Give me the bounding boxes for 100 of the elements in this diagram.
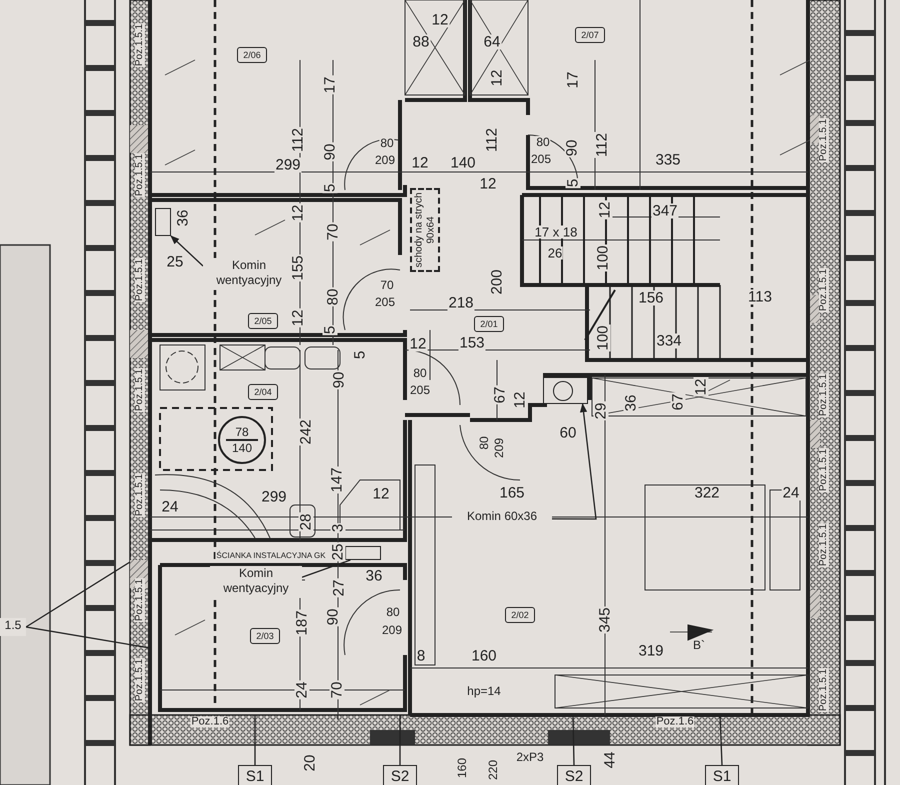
dimension-label: 12 [410, 156, 430, 170]
dimension-label: 187 [294, 609, 310, 637]
plan-note: Poz.1.5.1 [819, 522, 829, 568]
dimension-label: 5 [566, 178, 580, 188]
dimension-label: 70 [326, 222, 340, 242]
dimension-label: 160 [470, 648, 498, 664]
chimney-note: Komin wentyacyjny [210, 566, 302, 598]
plan-note: Poz.1.5.1 [135, 368, 145, 412]
leader-line [399, 715, 401, 765]
plan-note: Poz.1.5.1 [819, 118, 829, 162]
dimension-label: 218 [447, 296, 475, 310]
dimension-label: 24 [782, 486, 800, 500]
dimension-label: 12 [490, 68, 504, 88]
room-number-tag: 2/02 [505, 607, 535, 623]
dimension-label: 345 [598, 606, 612, 634]
dimension-label: 334 [655, 334, 683, 348]
dimension-label: 8 [416, 648, 426, 664]
dimension-label: 112 [290, 127, 306, 153]
dimension-label: 5 [352, 350, 368, 360]
plan-note: Poz.1.5.1 [135, 472, 145, 518]
dimension-label: 12 [290, 204, 306, 222]
dimension-label: 80 [385, 606, 401, 618]
dimension-label: 12 [512, 390, 528, 410]
leader-line [719, 714, 723, 766]
section-marker-box: S1 [705, 765, 739, 785]
dimension-label: 205 [530, 153, 552, 165]
dimension-label: 100 [596, 244, 610, 272]
leader-line [254, 715, 256, 765]
plan-note: Poz.1.5.1 [819, 372, 829, 418]
room-number-tag: 2/03 [250, 628, 280, 644]
dimension-label: 335 [654, 152, 682, 168]
dimension-label: 17 [322, 76, 338, 94]
dimension-label: 12 [430, 12, 450, 28]
dimension-label: 20 [302, 754, 318, 772]
dimension-label: 209 [374, 154, 396, 166]
dimension-label: 200 [490, 268, 504, 296]
leader-line [302, 559, 351, 578]
plan-note: B` [692, 639, 706, 651]
plan-note: Poz.1.5.1 [135, 578, 145, 622]
plan-note: hp=14 [466, 685, 502, 697]
dimension-label: 12 [408, 336, 428, 352]
dimension-label: 156 [637, 290, 665, 306]
dimension-label: 347 [651, 204, 679, 218]
dimension-label: 12 [372, 486, 390, 502]
plan-note: Poz.1.5.1 [135, 258, 145, 302]
chimney-flue [345, 546, 381, 560]
dimension-label: 80 [535, 136, 551, 148]
dimension-label: 140 [449, 156, 477, 170]
dimension-label: 299 [274, 158, 302, 172]
dimension-label: 17 x 18 [534, 226, 578, 238]
dimension-label: 24 [294, 680, 310, 700]
leader-line [26, 626, 150, 649]
dimension-label: 36 [176, 208, 190, 228]
dimension-label: 29 [594, 402, 608, 420]
chimney-flue [543, 377, 588, 404]
dimension-label: 112 [484, 127, 500, 153]
dimension-label: 113 [747, 290, 773, 304]
section-marker-box: S2 [557, 765, 591, 785]
dimension-label: 60 [558, 426, 578, 440]
room-number-tag: 2/01 [474, 316, 504, 332]
plan-note: Poz.1.5.1 [135, 658, 145, 702]
plan-note: ŚCIANKA INSTALACYJNA GK [215, 552, 327, 560]
dimension-label: 24 [160, 500, 180, 514]
dimension-label: 5 [322, 324, 338, 336]
dimension-label: 147 [330, 466, 344, 494]
room-number-tag: 2/05 [248, 313, 278, 329]
dimension-label: 90 [332, 370, 346, 390]
dimension-label: 36 [364, 568, 384, 584]
dimension-label: 12 [290, 308, 306, 328]
dimension-label: 90 [564, 138, 580, 158]
dimension-label: 67 [670, 392, 686, 412]
dimension-label: 36 [624, 394, 638, 412]
dimension-label: 2xP3 [515, 751, 545, 763]
dimension-label: 112 [594, 132, 610, 158]
dimension-label: 25 [330, 542, 346, 562]
dimension-label: 90 [322, 142, 338, 162]
dimension-label: 12 [598, 200, 612, 220]
plan-note: Poz.1.5.1 [819, 448, 829, 492]
dimension-label: 242 [298, 418, 314, 446]
dimension-label: 12 [694, 378, 708, 396]
dimension-label: 160 [456, 756, 468, 780]
callout-label: 1.5 [0, 618, 26, 636]
dimension-label: 153 [458, 336, 486, 350]
plan-note: Poz.1.5.1 [135, 152, 145, 198]
dimension-label: 209 [380, 624, 404, 636]
plan-note: Poz.1.5.1 [135, 22, 145, 68]
leader-line [572, 714, 575, 766]
dimension-label: 67 [492, 386, 508, 404]
leader-line [170, 235, 204, 266]
turning-circle [218, 416, 266, 464]
dimension-label: 80 [412, 367, 428, 379]
dimension-label: 322 [693, 486, 721, 500]
dimension-label: 5 [322, 182, 338, 194]
dimension-label: 25 [166, 254, 184, 270]
dimension-label: 205 [374, 296, 396, 308]
chimney-flue [155, 208, 171, 236]
dimension-label: 209 [493, 436, 505, 460]
circle-value: 140 [226, 439, 258, 456]
section-marker-box: S2 [383, 765, 417, 785]
stairs-note: schody na strych 90x64 [414, 191, 436, 270]
